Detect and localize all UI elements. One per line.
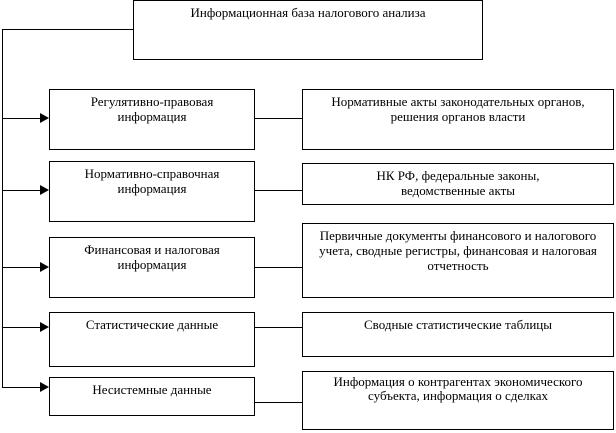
link-line <box>255 267 302 268</box>
detail-box: Нормативные акты законодательных органов… <box>302 89 614 150</box>
category-box: Регулятивно-правовая информация <box>49 89 255 150</box>
arrow-icon <box>40 262 49 272</box>
arrow-icon <box>40 185 49 195</box>
category-box: Нормативно-справочная информация <box>49 161 255 222</box>
detail-box: Первичные документы финансового и налого… <box>302 223 614 298</box>
category-box: Несистемные данные <box>49 377 255 416</box>
link-line <box>255 118 302 119</box>
arrow-icon <box>40 322 49 332</box>
category-box: Финансовая и налоговая информация <box>49 237 255 298</box>
arrow-icon <box>40 382 49 392</box>
branch-line <box>2 327 42 328</box>
arrow-icon <box>40 113 49 123</box>
link-line <box>255 327 302 328</box>
detail-box: Сводные статистические таблицы <box>302 312 614 357</box>
root-connector <box>2 29 133 30</box>
link-line <box>255 402 302 403</box>
root-box: Информационная база налогового анализа <box>133 0 483 60</box>
branch-line <box>2 118 42 119</box>
branch-line <box>2 267 42 268</box>
link-line <box>255 190 302 191</box>
detail-box: НК РФ, федеральные законы, ведомственные… <box>302 163 614 205</box>
branch-line <box>2 387 42 388</box>
branch-line <box>2 190 42 191</box>
trunk-line <box>2 29 3 388</box>
category-box: Статистические данные <box>49 312 255 367</box>
detail-box: Информация о контрагентах экономического… <box>302 371 614 430</box>
